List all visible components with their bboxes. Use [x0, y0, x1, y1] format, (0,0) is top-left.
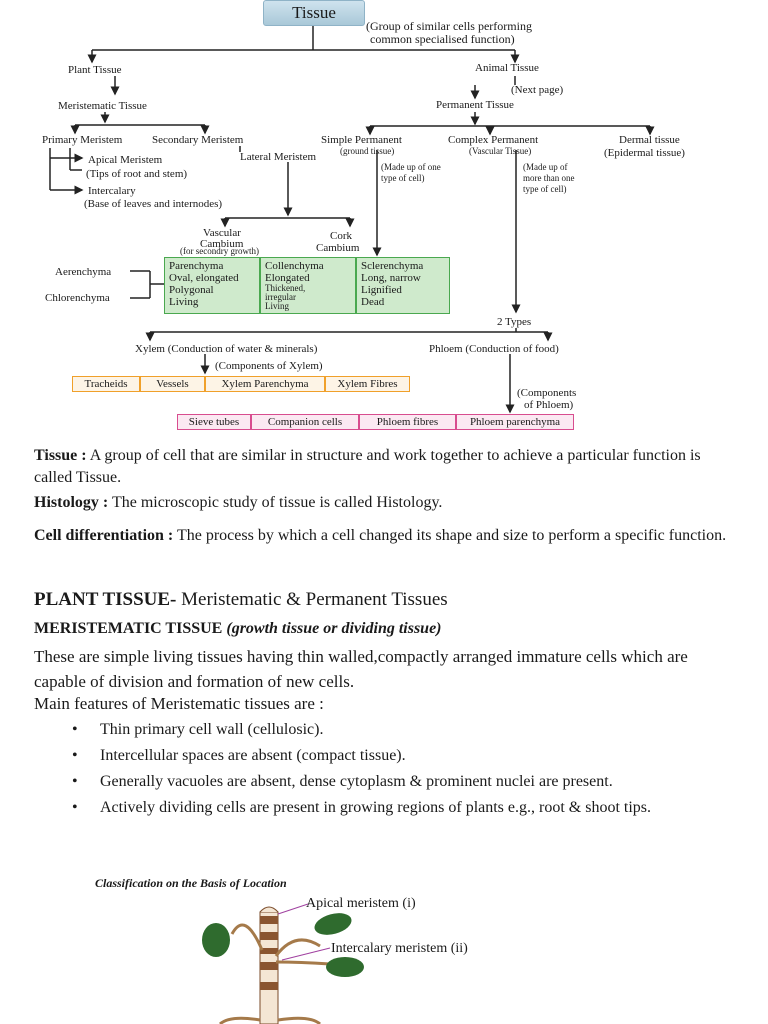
collenchyma-line-1: Elongated	[265, 272, 310, 284]
meristematic-label: Meristematic Tissue	[58, 100, 147, 112]
features-lead: Main features of Meristematic tissues ar…	[34, 694, 324, 713]
collenchyma-title: Collenchyma	[265, 260, 324, 272]
collenchyma-line-2: Thickened,	[265, 283, 306, 293]
histology-text: The microscopic study of tissue is calle…	[111, 494, 443, 511]
secondary-meristem-label: Secondary Meristem	[152, 134, 244, 146]
meristematic-heading-italic: (growth tissue or dividing tissue)	[226, 620, 442, 637]
chlorenchyma-label: Chlorenchyma	[45, 292, 110, 304]
primary-meristem-label: Primary Meristem	[42, 134, 123, 146]
feature-item: Actively dividing cells are present in g…	[60, 795, 740, 821]
plant-tissue-heading: PLANT TISSUE- Meristematic & Permanent T…	[34, 589, 448, 611]
collenchyma-line-3: irregular	[265, 292, 296, 302]
apical-meristem-label: Apical Meristem	[88, 154, 163, 166]
vascular-cambium-2: Cambium	[200, 238, 244, 250]
complex-made-1: (Made up of	[523, 162, 568, 172]
cell-diff-definition: Cell differentiation : The process by wh…	[34, 525, 734, 547]
feature-item: Generally vacuoles are absent, dense cyt…	[60, 769, 740, 795]
complex-made-3: type of cell)	[523, 184, 567, 194]
complex-note: (Vascular Tissue)	[469, 146, 532, 156]
collenchyma-box: Collenchyma Elongated Thickened, irregul…	[260, 257, 356, 314]
plant-tissue-heading-bold: PLANT TISSUE-	[34, 589, 177, 610]
phloem-part-fibres: Phloem fibres	[359, 414, 456, 430]
intercalary-meristem-figure-label: Intercalary meristem (ii)	[331, 941, 468, 956]
intercalary-note: (Base of leaves and internodes)	[84, 198, 223, 210]
simple-permanent-label: Simple Permanent	[321, 134, 402, 146]
histology-term: Histology :	[34, 494, 109, 511]
parenchyma-title: Parenchyma	[169, 260, 224, 272]
tissue-tree-connectors	[49, 25, 655, 414]
animal-tissue-label: Animal Tissue	[475, 62, 539, 74]
features-list: Thin primary cell wall (cellulosic). Int…	[60, 717, 740, 821]
phloem-part-parenchyma: Phloem parenchyma	[456, 414, 574, 430]
feature-item: Intercellular spaces are absent (compact…	[60, 743, 740, 769]
next-page-note: (Next page)	[511, 84, 564, 96]
xylem-part-fibres: Xylem Fibres	[325, 376, 410, 392]
cork-cambium-1: Cork	[330, 230, 352, 242]
cell-diff-text: The process by which a cell changed its …	[176, 527, 727, 544]
apical-meristem-figure-label: Apical meristem (i)	[306, 896, 416, 911]
parenchyma-line-2: Polygonal	[169, 284, 214, 296]
phloem-part-sieve-tubes: Sieve tubes	[177, 414, 251, 430]
lateral-meristem-label: Lateral Meristem	[240, 151, 317, 163]
plant-tissue-label: Plant Tissue	[68, 64, 122, 76]
meristematic-heading-bold: MERISTEMATIC TISSUE	[34, 620, 223, 637]
figure-caption: Classification on the Basis of Location	[95, 876, 287, 890]
xylem-components-label: (Components of Xylem)	[215, 360, 323, 372]
meristematic-heading: MERISTEMATIC TISSUE (growth tissue or di…	[34, 620, 442, 638]
dermal-note: (Epidermal tissue)	[604, 147, 685, 159]
vascular-note: (for secondry growth)	[180, 246, 259, 256]
cell-diff-term: Cell differentiation :	[34, 527, 174, 544]
cork-cambium-2: Cambium	[316, 242, 360, 254]
feature-item: Thin primary cell wall (cellulosic).	[60, 717, 740, 743]
plant-tissue-heading-rest: Meristematic & Permanent Tissues	[181, 589, 448, 610]
histology-definition: Histology : The microscopic study of tis…	[34, 492, 734, 514]
aerenchyma-label: Aerenchyma	[55, 266, 112, 278]
plant-illustration	[202, 903, 364, 1024]
phloem-components-1: (Components	[517, 387, 577, 399]
vascular-cambium-1: Vascular	[203, 227, 241, 239]
title-note-1: (Group of similar cells performing	[366, 19, 532, 33]
meristematic-intro: These are simple living tissues having t…	[34, 647, 688, 691]
diagram-title: Tissue	[263, 0, 365, 26]
simple-made-1: (Made up of one	[381, 162, 441, 172]
simple-made-2: type of cell)	[381, 173, 425, 183]
xylem-part-tracheids: Tracheids	[72, 376, 140, 392]
parenchyma-line-1: Oval, elongated	[169, 272, 239, 284]
complex-made-2: more than one	[523, 173, 575, 183]
sclerenchyma-line-1: Long, narrow	[361, 272, 421, 284]
apical-note: (Tips of root and stem)	[86, 168, 188, 180]
tissue-text: A group of cell that are similar in stru…	[34, 447, 701, 486]
xylem-part-parenchyma: Xylem Parenchyma	[205, 376, 325, 392]
phloem-components-2: of Phloem)	[524, 399, 574, 411]
parenchyma-line-3: Living	[169, 296, 199, 308]
intercalary-label: Intercalary	[88, 185, 136, 197]
phloem-part-companion-cells: Companion cells	[251, 414, 359, 430]
sclerenchyma-box: Sclerenchyma Long, narrow Lignified Dead	[356, 257, 450, 314]
sclerenchyma-title: Sclerenchyma	[361, 260, 424, 272]
sclerenchyma-line-3: Dead	[361, 296, 385, 308]
two-types-label: 2 Types	[497, 316, 532, 328]
dermal-label: Dermal tissue	[619, 134, 680, 146]
phloem-label: Phloem (Conduction of food)	[429, 343, 559, 355]
tissue-term: Tissue :	[34, 447, 87, 464]
xylem-label: Xylem (Conduction of water & minerals)	[135, 343, 318, 355]
permanent-label: Permanent Tissue	[436, 99, 514, 111]
parenchyma-box: Parenchyma Oval, elongated Polygonal Liv…	[164, 257, 260, 314]
xylem-part-vessels: Vessels	[140, 376, 205, 392]
collenchyma-line-4: Living	[265, 301, 289, 311]
complex-permanent-label: Complex Permanent	[448, 134, 539, 146]
title-note-2: common specialised function)	[370, 32, 515, 46]
sclerenchyma-line-2: Lignified	[361, 284, 402, 296]
simple-note: (ground tissue)	[340, 146, 395, 156]
tissue-definition: Tissue : A group of cell that are simila…	[34, 445, 734, 489]
